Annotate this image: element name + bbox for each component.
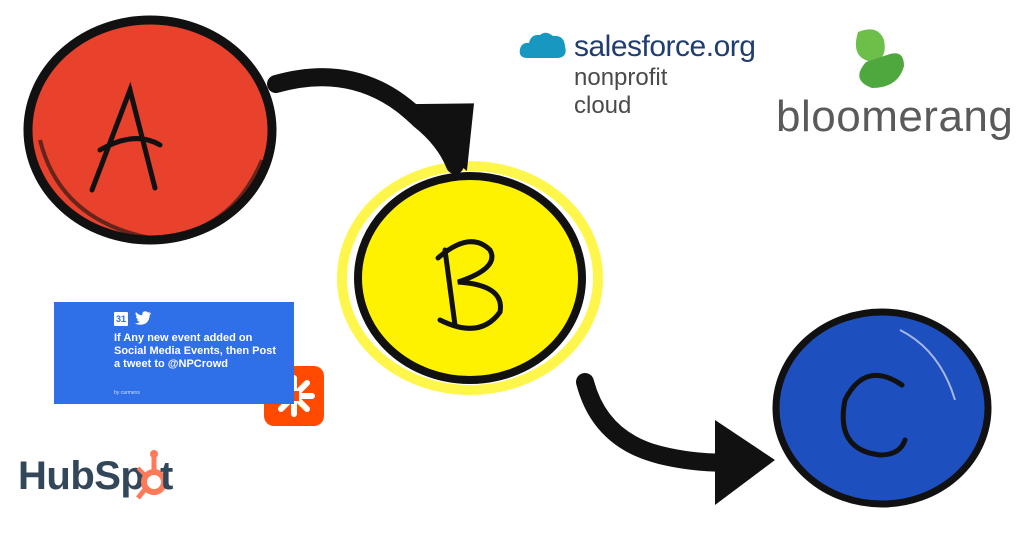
salesforce-cloud-icon	[519, 32, 566, 58]
salesforce-subtitle-line2: cloud	[574, 92, 632, 119]
node-c-circle	[772, 308, 992, 508]
calendar-icon: 31	[114, 312, 128, 326]
hubspot-wordmark-prefix: HubSp	[18, 454, 145, 498]
letter-b-strokes	[435, 239, 503, 331]
node-c	[772, 308, 992, 508]
arrow-a-to-b	[267, 68, 475, 174]
letter-c-strokes	[840, 373, 908, 458]
zap-card: 31 If Any new event added on Social Medi…	[54, 302, 294, 404]
bloomerang-wordmark: bloomerang	[776, 92, 1014, 141]
salesforce-logo: salesforce.org nonprofit cloud	[518, 28, 758, 128]
arrow-b-to-c	[576, 373, 775, 505]
zap-description: If Any new event added on Social Media E…	[114, 332, 276, 370]
node-b	[337, 161, 603, 395]
letter-a-strokes	[89, 81, 163, 193]
zap-byline: by carmens	[114, 390, 140, 396]
hubspot-sprocket-icon	[136, 450, 167, 500]
salesforce-brand: salesforce.org	[574, 30, 756, 63]
node-a	[23, 15, 277, 245]
bloomerang-leaf-icon	[855, 29, 904, 88]
hubspot-logo: HubSp t	[18, 448, 228, 508]
twitter-bird-icon	[134, 311, 152, 325]
salesforce-subtitle-line1: nonprofit	[574, 64, 668, 91]
hubspot-wordmark-suffix: t	[160, 454, 174, 498]
node-a-circle	[23, 15, 277, 245]
